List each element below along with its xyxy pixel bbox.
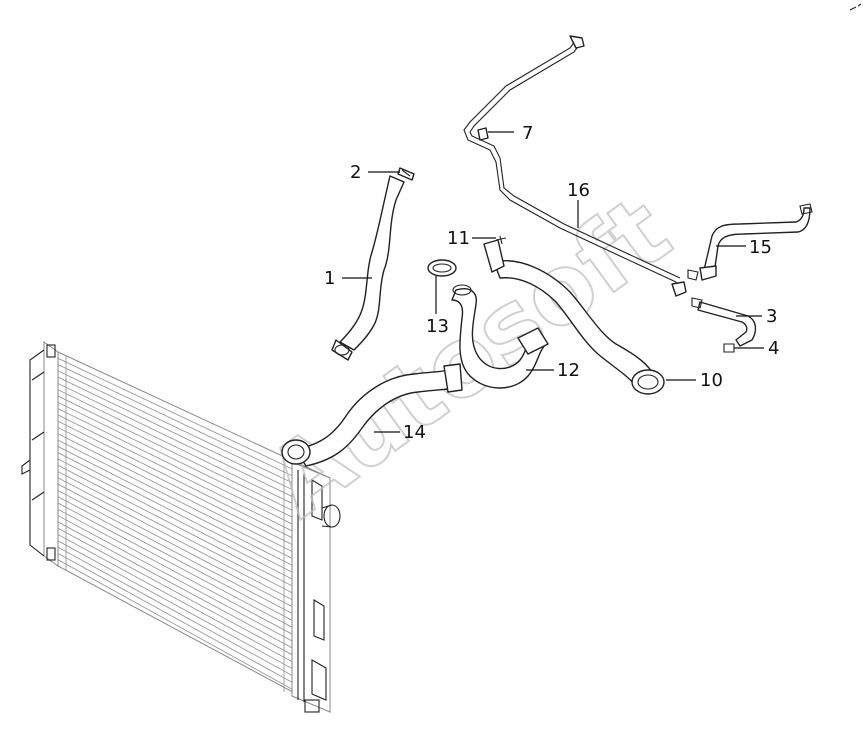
callout-part-14: 14 (403, 422, 426, 443)
radiator-fin (57, 389, 293, 504)
radiator-fin (57, 515, 293, 642)
hose-part-12 (451, 284, 549, 389)
corner-mark (849, 3, 862, 11)
radiator-fin (57, 395, 293, 511)
callout-part-4: 4 (768, 338, 779, 359)
radiator (21, 341, 341, 713)
clip-part-2 (397, 167, 415, 181)
radiator-fin (57, 376, 293, 490)
callout-part-7: 7 (522, 123, 533, 144)
vent-pipe-part-16 (463, 35, 687, 297)
radiator-fin (57, 408, 293, 525)
radiator-fin (57, 414, 293, 532)
radiator-fin (57, 433, 293, 552)
radiator-fin (57, 553, 293, 683)
callout-part-15: 15 (749, 237, 772, 258)
leader-lines (342, 131, 764, 433)
radiator-fin (57, 420, 293, 539)
radiator-fin (57, 490, 293, 614)
radiator-fin (57, 471, 293, 594)
radiator-fin (57, 502, 293, 628)
callout-part-2: 2 (350, 162, 361, 183)
clip-part-4 (723, 343, 735, 353)
radiator-fin (57, 452, 293, 573)
radiator-fin (57, 483, 293, 607)
callout-part-1: 1 (324, 268, 335, 289)
radiator-fin (57, 521, 293, 649)
radiator-fin (57, 477, 293, 601)
callout-part-11: 11 (447, 228, 470, 249)
radiator-fin (57, 527, 293, 656)
callout-part-3: 3 (766, 306, 777, 327)
hose-part-1 (331, 175, 405, 361)
clip-part-7 (477, 127, 489, 141)
radiator-fin (57, 458, 293, 580)
callout-part-12: 12 (557, 360, 580, 381)
radiator-fin (57, 364, 293, 477)
callout-part-13: 13 (426, 316, 449, 337)
hose-part-15 (687, 203, 813, 281)
callout-part-10: 10 (700, 370, 723, 391)
clamp-part-13 (427, 259, 457, 277)
radiator-fin (57, 370, 293, 484)
bolt-part-11 (495, 235, 507, 245)
hose-part-3 (691, 297, 757, 347)
radiator-fin (57, 427, 293, 545)
radiator-fin (57, 464, 293, 587)
hose-part-10 (483, 239, 665, 395)
radiator-fin (57, 534, 293, 662)
radiator-fin (57, 446, 293, 566)
radiator-fin (57, 540, 293, 669)
radiator-fin (57, 546, 293, 676)
radiator-fin (57, 559, 293, 690)
radiator-fin (57, 439, 293, 559)
radiator-fin (57, 508, 293, 635)
radiator-fin (57, 496, 293, 621)
radiator-fin (57, 401, 293, 518)
radiator-fin (57, 357, 293, 470)
callout-labels: 1 2 3 4 7 10 11 12 13 14 15 16 (324, 123, 779, 443)
hose-part-14 (281, 363, 463, 467)
callout-part-16: 16 (567, 180, 590, 201)
radiator-fin (57, 383, 293, 497)
